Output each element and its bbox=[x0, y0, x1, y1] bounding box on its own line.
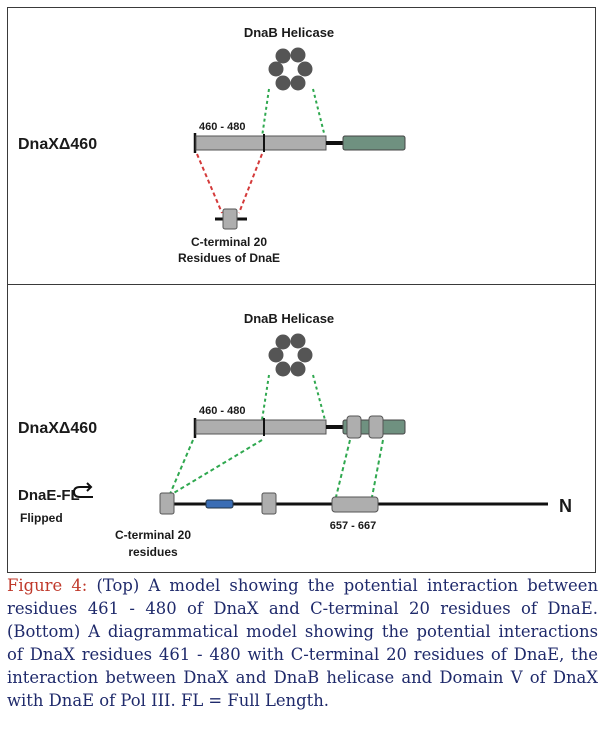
bottom-helicase-label: DnaB Helicase bbox=[244, 311, 334, 326]
dnae-grey-box bbox=[261, 492, 277, 515]
top-helicase-link-left bbox=[261, 88, 270, 138]
top-dnax-segment bbox=[263, 135, 327, 151]
top-helicase-hexamer bbox=[268, 47, 313, 91]
top-region-label: 460 - 480 bbox=[199, 121, 245, 133]
bottom-diagram: DnaB Helicase DnaXΔ460 460 - 480 DnaE-FL… bbox=[18, 311, 572, 559]
bottom-cterm-label-line2: residues bbox=[128, 545, 178, 559]
top-cterm-link-left bbox=[196, 153, 223, 214]
bottom-region-label: 460 - 480 bbox=[199, 405, 245, 417]
bottom-domain-link-right bbox=[371, 439, 384, 498]
n-terminus-label: N bbox=[559, 496, 572, 516]
dnae-cterm-box bbox=[159, 492, 175, 515]
top-green-domain bbox=[342, 135, 406, 151]
top-construct-label: DnaXΔ460 bbox=[18, 136, 97, 153]
bottom-dnax-segment bbox=[263, 419, 327, 435]
flipped-label: Flipped bbox=[20, 511, 63, 525]
top-cterm-label-line2: Residues of DnaE bbox=[178, 251, 280, 265]
bottom-construct-label: DnaXΔ460 bbox=[18, 420, 97, 437]
bottom-helicase-hexamer bbox=[268, 333, 313, 377]
bottom-cterm-link-left bbox=[169, 439, 194, 495]
bottom-helicase-link-right bbox=[312, 374, 326, 421]
figure-caption: Figure 4: (Top) A model showing the pote… bbox=[7, 574, 598, 712]
dnae-blue-domain bbox=[205, 499, 234, 509]
top-cterm-link-right bbox=[238, 153, 263, 214]
bottom-domain-v-box-2 bbox=[368, 415, 384, 439]
bottom-cterm-link-right bbox=[171, 439, 263, 495]
dnae-label: DnaE-FL bbox=[18, 487, 80, 504]
top-cterm-box bbox=[222, 208, 238, 230]
dnae-domain-657-667 bbox=[331, 496, 379, 513]
bottom-region-460-480 bbox=[195, 419, 265, 435]
figure-label: Figure 4: bbox=[7, 576, 88, 595]
bottom-helicase-link-left bbox=[261, 374, 270, 421]
domain-657-667-label: 657 - 667 bbox=[330, 520, 376, 532]
bottom-cterm-label-line1: C-terminal 20 bbox=[115, 528, 191, 542]
top-helicase-link-right bbox=[312, 88, 326, 138]
caption-text: (Top) A model showing the potential inte… bbox=[7, 576, 599, 710]
bottom-domain-v-box-1 bbox=[346, 415, 362, 439]
flip-arrow-icon bbox=[72, 482, 93, 498]
bottom-domain-link-left bbox=[335, 439, 351, 498]
top-cterm-label-line1: C-terminal 20 bbox=[191, 235, 267, 249]
top-diagram: DnaB Helicase DnaXΔ460 460 - 480 C-termi… bbox=[18, 25, 406, 265]
top-helicase-label: DnaB Helicase bbox=[244, 25, 334, 40]
top-region-460-480 bbox=[195, 135, 265, 151]
